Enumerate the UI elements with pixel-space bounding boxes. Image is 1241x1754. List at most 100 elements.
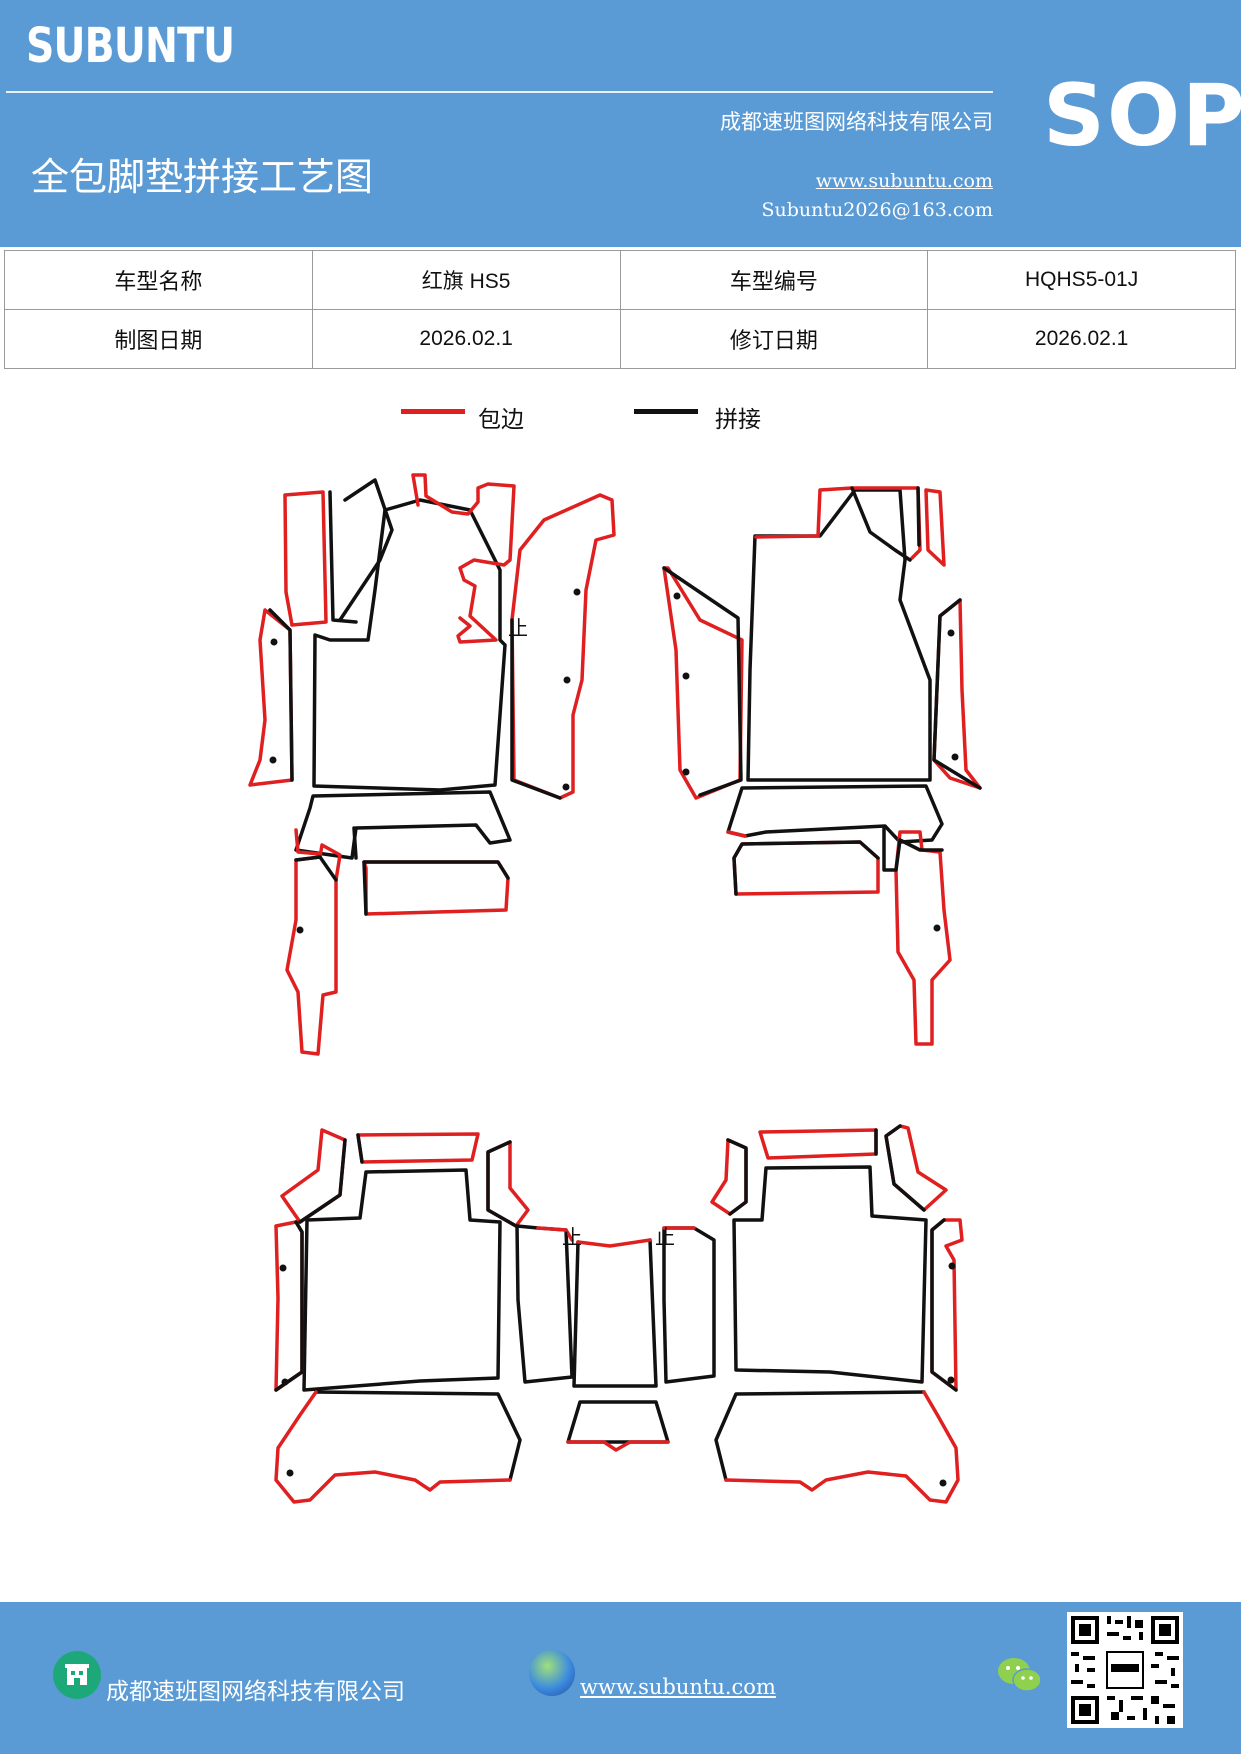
rear-center-tunnel [572, 1238, 658, 1388]
clip-hole [286, 1469, 294, 1477]
table-row: 制图日期 2026.02.1 修订日期 2026.02.1 [4, 309, 1236, 369]
rear-left-main [302, 1168, 502, 1392]
brand-logo: SUBUNTU [26, 18, 235, 74]
rear-left-under-seat-binding [274, 1390, 512, 1504]
driver-footrest-pad [362, 860, 510, 916]
legend-seam-label: 拼接 [715, 407, 761, 433]
clip-hole [270, 638, 278, 646]
clip-hole [279, 1264, 287, 1272]
rear-right-tunnel-piece [662, 1226, 716, 1384]
vehicle-info-table: 车型名称 红旗 HS5 车型编号 HQHS5-01J 制图日期 2026.02.… [4, 250, 1236, 369]
passenger-footrest-pad [732, 840, 880, 896]
revise-date-value: 2026.02.1 [927, 309, 1236, 369]
rear-left-tunnel-binding [536, 1226, 574, 1242]
revise-date-label: 修订日期 [619, 309, 929, 369]
rear-right-sill-seam [930, 1218, 958, 1392]
legend-binding-swatch [401, 409, 465, 414]
wechat-icon[interactable] [996, 1654, 1044, 1702]
sop-badge: SOP [1043, 66, 1241, 166]
building-icon [53, 1651, 101, 1699]
clip-hole [269, 756, 277, 764]
rear-left-under-seat [314, 1390, 522, 1482]
passenger-left-strip-seam [662, 566, 743, 797]
front-right-mat-group [662, 486, 982, 1046]
rear-left-mat-group: 止 [274, 1128, 582, 1504]
footer-banner: 成都速班图网络科技有限公司 www.subuntu.com [0, 1602, 1241, 1754]
driver-heel-seam [352, 826, 358, 860]
clip-hole [947, 1376, 955, 1384]
passenger-pillar-seam [850, 486, 912, 562]
header-divider [6, 91, 993, 93]
passenger-pillar-binding [924, 488, 946, 567]
header-email: Subuntu2026@163.com [761, 199, 993, 221]
clip-hole [562, 783, 570, 791]
footer-website-link[interactable]: www.subuntu.com [580, 1675, 776, 1699]
clip-hole [947, 629, 955, 637]
clip-hole [948, 1262, 956, 1270]
passenger-sill-seam [932, 598, 982, 790]
driver-footrest-seam [362, 860, 510, 916]
header-banner: SUBUNTU 成都速班图网络科技有限公司 全包脚垫拼接工艺图 www.subu… [0, 0, 1241, 247]
driver-heel-pad-binding [294, 828, 322, 856]
rear-left-top-pad [356, 1132, 480, 1164]
rear-left-pillar-binding [280, 1128, 347, 1224]
draw-date-label: 制图日期 [4, 309, 313, 369]
passenger-pillar-seam2 [916, 486, 921, 547]
header-website-link[interactable]: www.subuntu.com [815, 170, 993, 192]
clip-hole [673, 592, 681, 600]
clip-hole [933, 924, 941, 932]
driver-mat-top-binding [411, 473, 516, 644]
clip-hole [296, 926, 304, 934]
driver-mat-left-strip-binding [283, 490, 328, 627]
footer-company: 成都速班图网络科技有限公司 [106, 1679, 405, 1705]
front-left-mat-group: 止 [248, 473, 616, 1056]
driver-mat-tunnel-binding [510, 493, 616, 800]
passenger-mat-main [746, 488, 932, 782]
rear-center-hump [566, 1400, 670, 1444]
rear-center-mat-group [566, 1238, 670, 1452]
passenger-left-strip-binding [662, 566, 744, 800]
table-row: 车型名称 红旗 HS5 车型编号 HQHS5-01J [4, 250, 1236, 310]
qr-code [1067, 1612, 1183, 1728]
clip-hole [573, 588, 581, 596]
legend-binding-label: 包边 [478, 407, 524, 433]
draw-date-value: 2026.02.1 [311, 309, 621, 369]
model-name-label: 车型名称 [4, 250, 313, 310]
rear-right-pillar-binding [884, 1124, 948, 1212]
rear-right-door-seam [726, 1138, 748, 1216]
rear-right-pillar-seam [884, 1124, 926, 1212]
model-code-value: HQHS5-01J [927, 250, 1236, 310]
rear-left-sill-seam [274, 1220, 304, 1392]
driver-heel-pad [294, 790, 512, 860]
stop-marker: 止 [508, 616, 528, 640]
passenger-heel-binding [726, 830, 747, 838]
driver-side-strip [285, 843, 342, 1056]
clip-hole [951, 753, 959, 761]
page-title: 全包脚垫拼接工艺图 [31, 155, 374, 199]
driver-mat-tunnel-seam [510, 618, 562, 800]
passenger-footrest-seam [732, 840, 880, 896]
stop-marker: 止 [655, 1225, 675, 1249]
rear-left-top-seam [356, 1133, 364, 1164]
rear-center-hump-binding [566, 1440, 670, 1452]
passenger-side-seam [882, 826, 944, 872]
clip-hole [682, 768, 690, 776]
rear-right-under-seat [714, 1390, 926, 1482]
passenger-side-strip [894, 830, 952, 1046]
legend-seam-swatch [634, 409, 698, 414]
clip-hole [682, 672, 690, 680]
globe-icon [529, 1650, 575, 1696]
clip-hole [563, 676, 571, 684]
rear-left-tunnel-piece [515, 1224, 574, 1384]
rear-right-mat-group: 止 [655, 1124, 964, 1504]
header-company: 成都速班图网络科技有限公司 [720, 110, 993, 134]
rear-right-door-binding [710, 1138, 748, 1216]
model-name-value: 红旗 HS5 [311, 250, 621, 310]
rear-left-door-seam [486, 1140, 518, 1228]
passenger-mat-top-binding [754, 486, 922, 560]
model-code-label: 车型编号 [619, 250, 929, 310]
driver-side-strip-seam [294, 855, 338, 882]
floor-mat-diagram: 止 [248, 473, 982, 1504]
rear-center-tunnel-binding [576, 1238, 652, 1248]
rear-right-under-seat-binding [724, 1390, 960, 1504]
